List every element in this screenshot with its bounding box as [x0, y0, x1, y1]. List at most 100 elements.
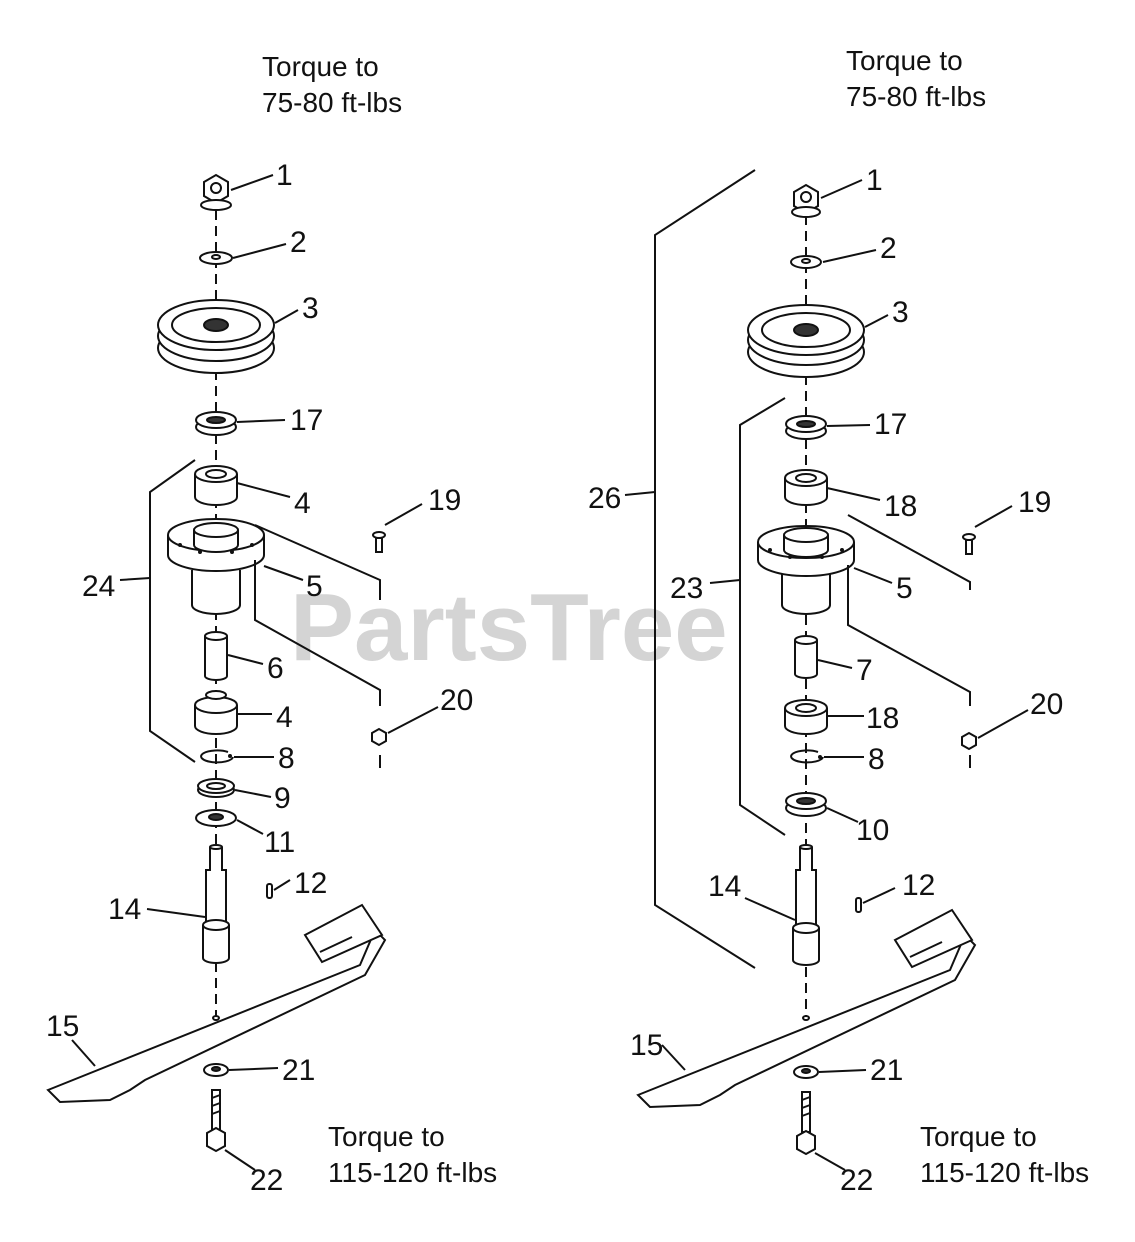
right-callout-7: 7 — [856, 654, 873, 687]
right-part-14-spindle-shaft[interactable] — [792, 844, 820, 966]
right-callout-21: 21 — [870, 1054, 903, 1087]
right-top-torque-line2: 75-80 ft-lbs — [846, 81, 986, 112]
right-part-22-bolt[interactable] — [796, 1091, 816, 1156]
left-part-19-bolt[interactable] — [372, 531, 386, 553]
right-top-torque-line1: Torque to — [846, 45, 963, 76]
left-part-6-spacer-tube[interactable] — [204, 631, 228, 681]
right-part-1-flange-nut[interactable] — [791, 183, 821, 218]
left-callout-1: 1 — [276, 159, 293, 192]
left-part-5-spindle-housing[interactable] — [167, 518, 265, 615]
left-callout-4b: 4 — [276, 701, 293, 734]
right-leader-2 — [822, 249, 877, 263]
left-leader-20 — [387, 706, 439, 734]
left-leader-housing-19 — [254, 524, 381, 600]
left-leader-19 — [384, 503, 423, 526]
right-leader-18a — [826, 487, 881, 501]
right-callout-20: 20 — [1030, 688, 1063, 721]
left-callout-11: 11 — [264, 826, 295, 859]
left-bracket-24 — [149, 459, 196, 763]
left-callout-15: 15 — [46, 1010, 79, 1043]
left-part-8-snap-ring[interactable] — [200, 749, 234, 764]
left-part-9-seal[interactable] — [197, 778, 235, 798]
right-callout-18b: 18 — [866, 702, 899, 735]
right-leader-23 — [709, 579, 741, 584]
right-leader-22 — [814, 1152, 846, 1171]
right-leader-7 — [817, 659, 853, 669]
left-callout-21: 21 — [282, 1054, 315, 1087]
left-part-14-spindle-shaft[interactable] — [202, 844, 230, 964]
right-leader-26 — [624, 491, 656, 496]
right-callout-18a: 18 — [884, 490, 917, 523]
left-leader-17 — [236, 419, 286, 423]
left-leader-housing-20 — [254, 560, 381, 706]
left-callout-8: 8 — [278, 742, 295, 775]
right-callout-2: 2 — [880, 232, 897, 265]
right-bracket-26 — [654, 169, 756, 969]
left-bottom-torque-line2: 115-120 ft-lbs — [328, 1157, 497, 1188]
left-part-11-washer[interactable] — [195, 809, 237, 827]
left-part-21-washer[interactable] — [203, 1063, 229, 1077]
right-leader-14 — [744, 897, 796, 921]
left-part-17-bearing[interactable] — [195, 411, 237, 436]
left-part-12-key[interactable] — [266, 883, 273, 899]
right-part-17-bearing[interactable] — [785, 415, 827, 440]
left-leader-5 — [263, 565, 304, 581]
right-part-12-key[interactable] — [855, 897, 862, 913]
left-part-3-pulley[interactable] — [157, 299, 275, 374]
right-bracket-23 — [739, 397, 786, 836]
right-leader-15 — [661, 1044, 686, 1071]
right-part-7-spacer-tube[interactable] — [794, 635, 818, 679]
right-bottom-torque-line2: 115-120 ft-lbs — [920, 1157, 1089, 1188]
right-leader-5 — [853, 567, 893, 584]
right-callout-22: 22 — [840, 1164, 873, 1197]
right-callout-15: 15 — [630, 1029, 663, 1062]
left-callout-19: 19 — [428, 484, 461, 517]
left-leader-3 — [274, 309, 299, 324]
left-part-1-flange-nut[interactable] — [200, 173, 232, 211]
left-leader-24 — [119, 577, 151, 581]
right-part-8-snap-ring[interactable] — [790, 749, 824, 764]
right-callout-5: 5 — [896, 572, 913, 605]
right-part-5-spindle-housing[interactable] — [757, 525, 855, 615]
left-callout-9: 9 — [274, 782, 291, 815]
left-leader-11 — [236, 819, 264, 835]
right-part-20-nut[interactable] — [961, 731, 977, 751]
watermark-text: PartsTree — [290, 574, 728, 681]
left-leader-1 — [230, 174, 274, 191]
right-part-18-lower-bearing[interactable] — [784, 699, 828, 735]
right-leader-housing-20 — [847, 565, 971, 706]
left-leader-15 — [71, 1039, 96, 1067]
left-callout-3: 3 — [302, 292, 319, 325]
right-part-19-bolt[interactable] — [962, 533, 976, 555]
right-part-15-blade[interactable] — [636, 908, 977, 1109]
right-callout-26: 26 — [588, 482, 621, 515]
left-top-torque-line1: Torque to — [262, 51, 379, 82]
left-callout-22: 22 — [250, 1164, 283, 1197]
left-part-2-washer[interactable] — [199, 251, 233, 265]
right-assembly: Torque to 75-80 ft-lbs — [588, 45, 1089, 1197]
right-part-18-upper-bearing[interactable] — [784, 469, 828, 506]
right-leader-19 — [974, 505, 1013, 528]
left-assembly: Torque to 75-80 ft-lbs — [46, 51, 497, 1197]
left-part-15-blade[interactable] — [46, 903, 387, 1104]
right-part-21-washer[interactable] — [793, 1065, 819, 1079]
right-callout-1: 1 — [866, 164, 883, 197]
right-leader-21 — [818, 1069, 867, 1073]
left-part-4-lower-bearing[interactable] — [194, 690, 238, 735]
left-part-22-bolt[interactable] — [206, 1089, 226, 1153]
right-leader-3 — [864, 314, 889, 328]
right-leader-20 — [977, 709, 1029, 739]
left-leader-2 — [232, 243, 287, 259]
left-part-20-nut[interactable] — [371, 727, 387, 747]
right-callout-3: 3 — [892, 296, 909, 329]
right-part-3-pulley[interactable] — [747, 304, 865, 378]
right-callout-14: 14 — [708, 870, 741, 903]
right-leader-12 — [862, 887, 896, 904]
right-leader-housing-19 — [847, 514, 971, 590]
right-part-2-washer[interactable] — [790, 255, 822, 269]
left-leader-6 — [227, 654, 264, 665]
left-leader-12 — [273, 879, 291, 891]
right-part-10-seal[interactable] — [785, 792, 827, 817]
left-part-4-upper-bearing[interactable] — [194, 465, 238, 506]
